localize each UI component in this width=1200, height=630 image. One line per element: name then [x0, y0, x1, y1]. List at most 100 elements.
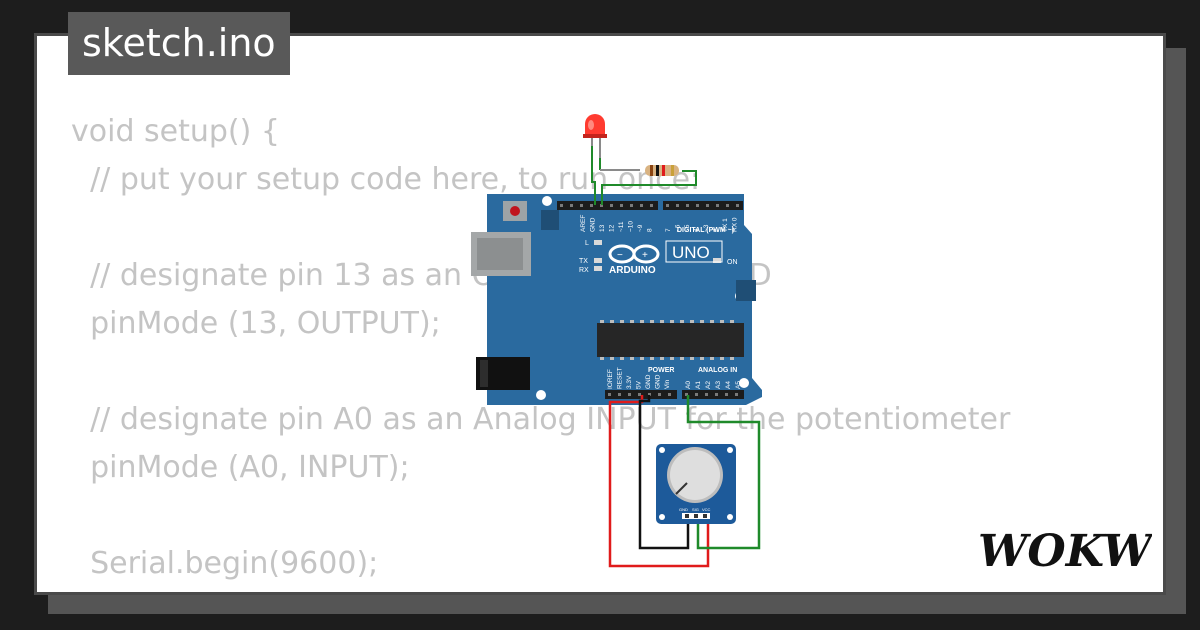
code-line: Serial.begin(9600); [71, 546, 379, 581]
header-hole [716, 204, 719, 207]
pin-label: ~5 [684, 224, 691, 232]
brand-label: ARDUINO [609, 265, 656, 276]
pin-label: A1 [695, 381, 702, 389]
pin-label: AREF [580, 215, 587, 232]
header-hole [580, 204, 583, 207]
icsp-header [541, 210, 559, 230]
pin-label: 12 [609, 224, 616, 232]
mounting-hole [739, 378, 749, 388]
wokwi-logo: WOKWi [978, 526, 1152, 576]
pin-label: ~10 [628, 221, 635, 232]
header-hole [560, 204, 563, 207]
resistor[interactable] [645, 165, 679, 176]
led-on-indicator [713, 258, 721, 263]
header-hole [628, 393, 631, 396]
header-hole [590, 204, 593, 207]
analog-header [682, 390, 744, 399]
header-hole [570, 204, 573, 207]
wire-gnd-black[interactable] [638, 395, 690, 550]
header-hole [600, 204, 603, 207]
reset-button-cap [510, 206, 520, 216]
header-hole [640, 204, 643, 207]
potentiometer[interactable]: GND SIG VCC [656, 444, 736, 524]
led-tx-indicator [594, 258, 602, 263]
pin-label: 4 [694, 228, 701, 232]
led-l-label: L [585, 240, 589, 247]
header-hole [666, 204, 669, 207]
pin-label: ~9 [637, 224, 644, 232]
mounting-hole [542, 196, 552, 206]
svg-text:−: − [617, 250, 623, 261]
led-tx-label: TX [579, 258, 588, 265]
header-hole [668, 393, 671, 396]
header-hole [676, 204, 679, 207]
header-hole [686, 204, 689, 207]
digital-header [663, 201, 743, 210]
header-hole [685, 393, 688, 396]
header-hole [705, 393, 708, 396]
led-on-label: ON [727, 259, 738, 266]
mounting-hole [536, 390, 546, 400]
led-rx-label: RX [579, 267, 589, 274]
pot-pin-vcc: VCC [702, 507, 711, 512]
digital-header [557, 201, 658, 210]
header-hole [610, 204, 613, 207]
pin-label: A2 [705, 381, 712, 389]
pin-label: ~6 [675, 224, 682, 232]
pin-label: RX 0 [732, 217, 739, 232]
header-hole [650, 204, 653, 207]
header-hole [638, 393, 641, 396]
pin-label: 8 [647, 228, 654, 232]
header-hole [726, 204, 729, 207]
atmega-chip [597, 323, 744, 357]
pin-label: A3 [715, 381, 722, 389]
header-hole [736, 204, 739, 207]
model-badge [665, 240, 723, 263]
power-header-label: POWER [648, 367, 674, 374]
header-hole [618, 393, 621, 396]
wire-resistor-green[interactable] [601, 170, 697, 205]
header-hole [620, 204, 623, 207]
pin-label: ~3 [703, 224, 710, 232]
header-hole [725, 393, 728, 396]
arduino-infinity-icon [608, 244, 660, 264]
pin-label: ~11 [618, 221, 625, 232]
wire-a0-green[interactable] [686, 395, 761, 550]
red-led[interactable] [583, 114, 607, 158]
pin-label: 3.3V [626, 375, 633, 389]
file-title: sketch.ino [68, 12, 290, 75]
wire-led-anode-green[interactable] [591, 143, 596, 205]
header-hole [696, 204, 699, 207]
arduino-uno-board[interactable]: L TX RX ON − + ARDUINO UNO DIGITAL (PWM … [471, 194, 762, 405]
header-hole [630, 204, 633, 207]
icsp-header [736, 280, 756, 301]
pin-label: A0 [685, 381, 692, 389]
pot-pin-gnd: GND [679, 507, 688, 512]
header-hole [706, 204, 709, 207]
pin-label: 13 [599, 224, 606, 232]
pin-label: GND [590, 217, 597, 232]
pot-pin-sig: SIG [692, 507, 699, 512]
pin-label: GND [655, 374, 662, 389]
model-label: UNO [672, 243, 710, 262]
pin-label: 5V [636, 380, 643, 389]
wokwi-logo-text: WOKWi [978, 526, 1152, 576]
analog-header-label: ANALOG IN [698, 367, 737, 374]
pin-label: Vin [664, 379, 671, 389]
pin-label: GND [645, 374, 652, 389]
header-hole [695, 393, 698, 396]
svg-text:+: + [642, 250, 648, 261]
digital-header-label: DIGITAL (PWM ~) [677, 227, 734, 234]
code-line: pinMode (A0, INPUT); [71, 450, 410, 485]
code-line: // designate pin A0 as an Analog INPUT f… [71, 402, 1011, 437]
led-rx-indicator [594, 266, 602, 271]
code-line: pinMode (13, OUTPUT); [71, 306, 441, 341]
header-hole [648, 393, 651, 396]
pin-label: TX 1 [722, 218, 729, 232]
pin-label: IOREF [607, 369, 614, 389]
pin-label: A4 [725, 381, 732, 389]
pin-label: A5 [735, 381, 742, 389]
code-line: void setup() { [71, 114, 280, 149]
header-hole [608, 393, 611, 396]
